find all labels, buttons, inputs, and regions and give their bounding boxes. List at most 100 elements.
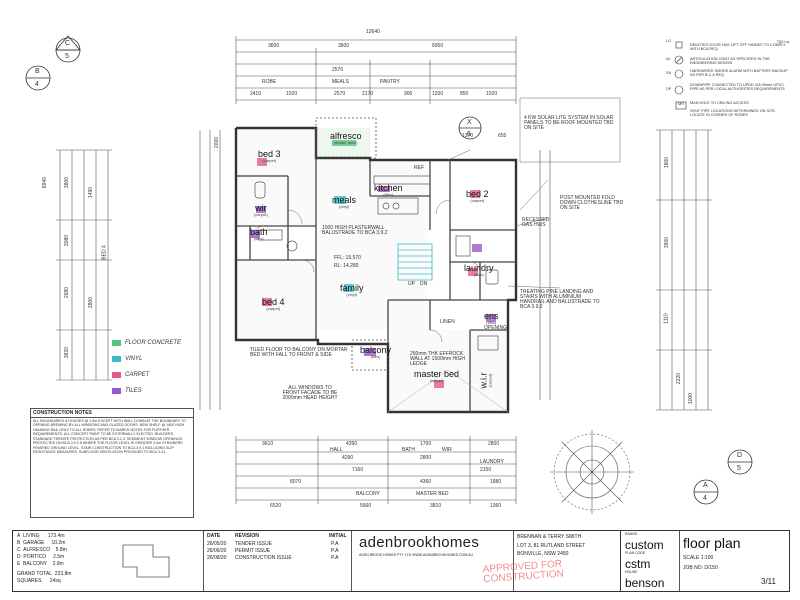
revision-row-1-date: 26/05/20 [207,541,227,547]
section-marker-x-letter: X [467,119,472,126]
keynote-legend: 700 t.a. [665,39,790,45]
client-lot: LOT 3, 81 RUTLAND STREET [517,543,586,549]
dim-alfresco-width: 2570 [332,67,344,73]
room-meals: meals(vinyl) [332,195,357,209]
dim-side-left-2: 2680 [64,286,71,299]
note-linen: LINEN [440,319,455,325]
approved-stamp: APPROVED FOR CONSTRUCTION [482,558,565,586]
dim-top-row-a-7: 1020 [486,91,498,97]
room-bath: bath(tiles) [250,227,268,241]
keynote-item-0: DENOTES DOOR HAS LIFT OFF HINGES TO COMP… [690,43,786,51]
dim-label-meals: MEALS [332,79,349,85]
area-squares: SQUARES 24sq [17,578,61,584]
dimension-lines [56,36,712,504]
section-marker-x-num: 6 [467,131,471,138]
dim-side-left-3: 3820 [64,346,71,359]
room-master-bed: master bed(carpet) [414,369,460,383]
dim-bottom-b-0: 4290 [342,455,354,461]
legend-swatch-vinyl [112,356,121,362]
revision-row-1-rev: TENDER ISSUE [235,541,272,547]
dim-top-right: 6950 [432,43,444,49]
construction-notes-heading: CONSTRUCTION NOTES [31,409,193,418]
area-row-d: D PORTICO 2.5m [17,554,65,560]
section-marker-a-num: 4 [703,495,707,502]
keynote-symbols [674,41,687,110]
dim-label-bed4: BED 4 [101,245,108,260]
client-suburb: BONVILLE, NSW 2450 [517,551,569,557]
dim-top-row-a-1: 1020 [286,91,298,97]
dim-bottom-c-1: 2150 [480,467,492,473]
dim-bottom-d-2: 1880 [490,479,502,485]
room-finish-tags [250,140,496,388]
room-bed-2: bed 2(carpet) [466,189,489,203]
legend-tiles: TILES [112,388,142,394]
dim-bottom-b-1: 2800 [420,455,432,461]
dim-side-right-3: 2220 [676,372,683,385]
area-row-b: B GARAGE 10.2m [17,540,66,546]
dim-top-row-a-2: 2570 [334,91,346,97]
room-bed-4: bed 4(carpet) [262,297,285,311]
keynote-symbol-lo: LO [666,39,672,43]
range-label: RANGE [625,532,638,536]
room-ens: ens(tiles) [484,311,499,325]
dim-side-left-1: 3080 [64,234,71,247]
construction-notes: CONSTRUCTION NOTES ALL BOUNDARIES & HOUS… [30,408,194,518]
revision-row-3-rev: CONSTRUCTION ISSUE [235,555,292,561]
company-address: ADEN BROOK HOMES PTY LTD WWW.ADENBROOKHO… [359,553,474,557]
plan-code-value: cstm [625,557,651,571]
note-clothesline: POST MOUNTED FOLD DOWN CLOTHESLINE TBD O… [560,195,624,211]
room-laundry: laundry(tiles) [464,263,494,277]
keynote-item-3: DOWNPIPE CONNECTED TO UPDD VIA 90mm UPVC… [690,83,785,91]
section-marker-shapes [25,35,753,505]
revision-header-initial: INITIAL [329,533,347,539]
note-solar: 4 KW SOLAR LITE SYSTEM IN SOLAR PANELS T… [524,115,614,131]
title-right-block: RANGE custom PLAN CODE cstm HOUSE benson… [620,530,790,592]
note-dim-1370: 1370 [462,133,474,139]
keynote-header: 700 t.a. [776,39,790,44]
legend-swatch-concrete [112,340,121,346]
section-marker-c-num: 5 [65,53,69,60]
note-recessed-gas: RECESSED GAS HWS [522,217,550,228]
note-effrock: 250mm THK EFFROCK WALL AT 1500mm HIGH LE… [410,351,466,367]
area-grand-total: GRAND TOTAL 223.8m [17,571,72,577]
legend-carpet: CARPET [112,372,149,378]
dim-bottom-e-0: 6520 [270,503,282,509]
plan-code-label: PLAN CODE [625,551,646,555]
room-family: family(vinyl) [340,283,364,297]
dim-bottom-e-3: 1360 [490,503,502,509]
dim-side-right-0: 1800 [664,156,671,169]
dim-label-wir: WIR [442,447,452,453]
section-marker-a-letter: A [703,482,708,489]
dim-bottom-c-0: 7160 [352,467,364,473]
keynote-item-5: VENT PIPE LOCATIONS DETERMINED ON SITE. … [690,109,776,117]
dim-label-master-bed: MASTER BED [416,491,449,497]
keynote-symbol-dp: DP [666,87,672,91]
revision-row-2-initial: P.A [331,548,339,554]
client-name: BRENNAN & TERRY SMITH [517,534,582,540]
dim-side-left-4: 1490 [88,186,95,199]
revision-row-3-initial: P.A [331,555,339,561]
dim-bottom-a-3: 2800 [488,441,500,447]
revision-row-2-date: 26/06/20 [207,548,227,554]
title-block-divider-1 [203,531,204,591]
note-dn: DN [420,281,428,287]
kitchen-benches [373,175,431,215]
leader-lines [447,97,621,289]
house-label: HOUSE [625,570,638,574]
dim-label-bath: BATH [402,447,415,453]
area-row-c: C ALFRESCO 5.8m [17,547,67,553]
sheet-number: 3/11 [761,577,776,586]
revision-row-2-rev: PERMIT ISSUE [235,548,271,554]
dim-side-right-1: 3900 [664,236,671,249]
house-value: benson [625,576,665,590]
title-block-divider-2 [351,531,352,591]
dim-top-left: 3600 [268,43,280,49]
section-marker-b-letter: B [35,68,40,75]
dim-side-left-5: 2800 [88,296,95,309]
note-opening: OPENING [484,325,508,331]
dim-bottom-d-1: 4360 [420,479,432,485]
area-row-e: E BALCONY 2.9m [17,561,64,567]
dim-bottom-e-1: 5660 [360,503,372,509]
